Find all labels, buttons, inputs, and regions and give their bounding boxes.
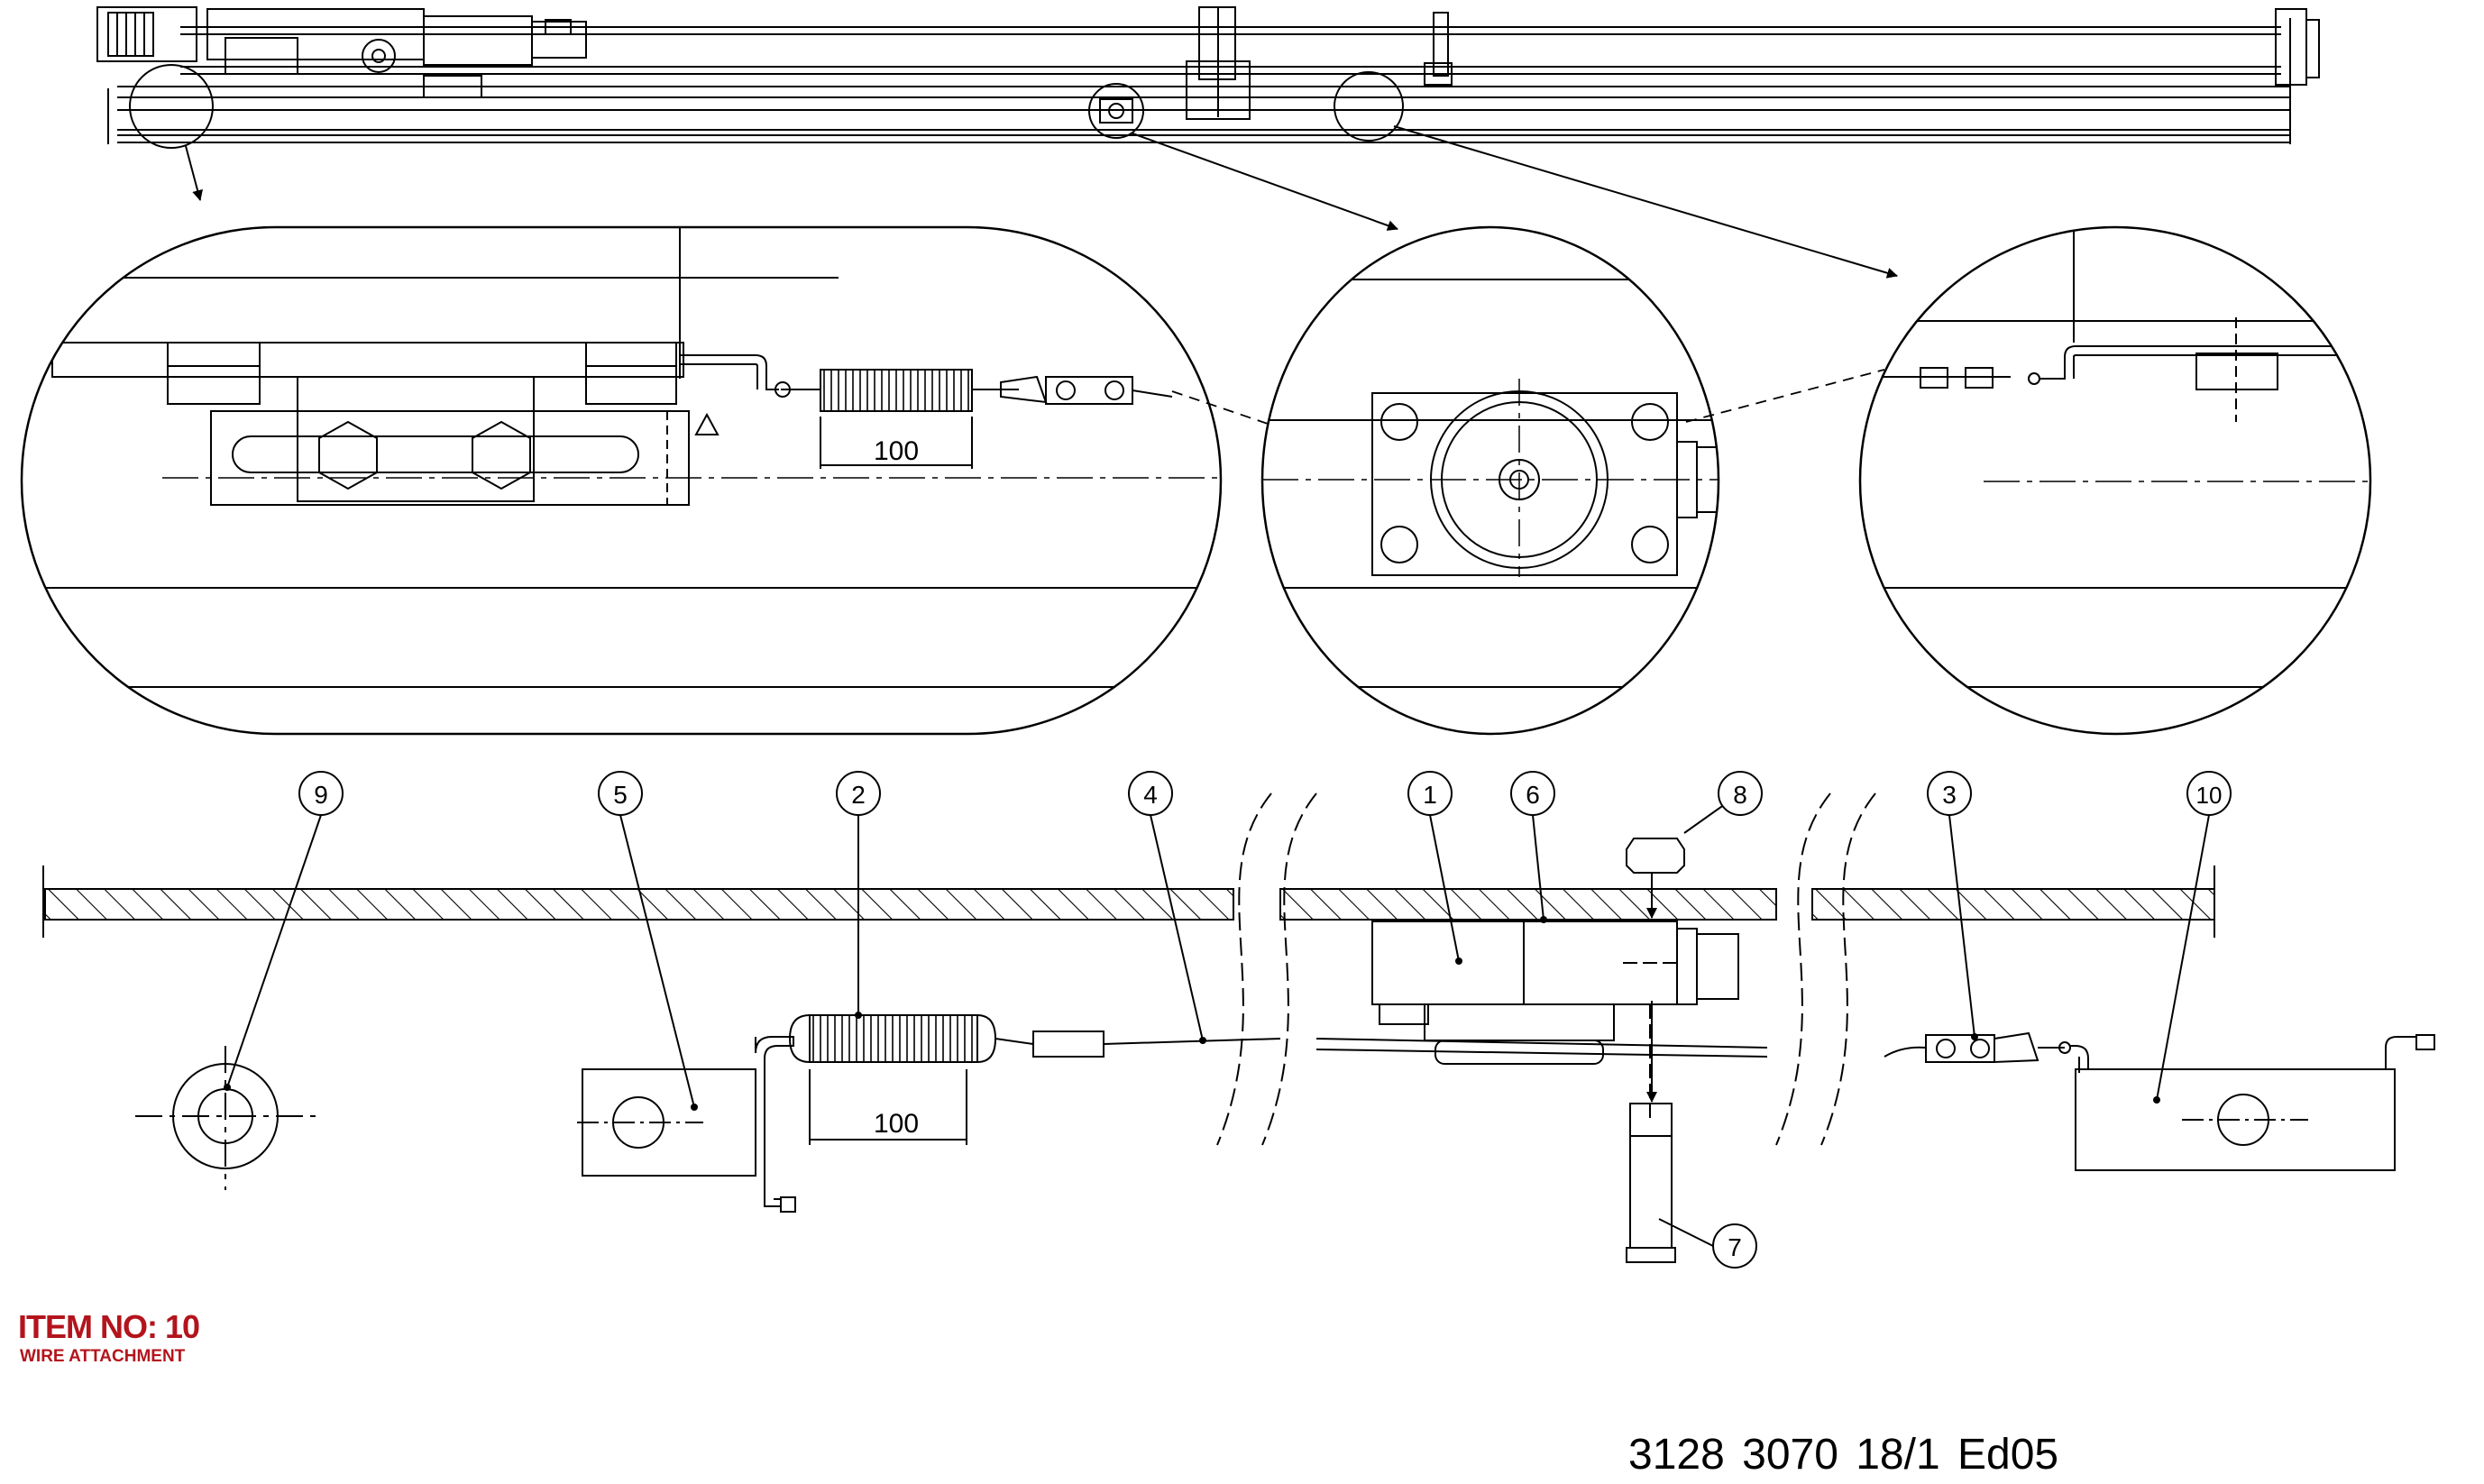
callout-10-label: 10 — [2196, 782, 2223, 809]
detail-c — [1858, 225, 2372, 736]
callout-6-label: 6 — [1526, 781, 1540, 809]
detail-leader-arrows — [185, 125, 1898, 279]
callout-3-label: 3 — [1942, 781, 1957, 809]
callout-9: 9 — [298, 771, 344, 816]
detail-a-spring-coils — [823, 370, 969, 411]
callout-5-label: 5 — [613, 781, 628, 809]
callout-4: 4 — [1128, 771, 1173, 816]
callout-5: 5 — [598, 771, 643, 816]
callout-6: 6 — [1510, 771, 1555, 816]
callout-leader-dots — [224, 916, 2160, 1111]
overview-detail-marks — [129, 64, 1404, 149]
item-number-title: ITEM NO: 10 — [18, 1308, 200, 1345]
callout-10: 10 — [2186, 771, 2232, 816]
item-subtitle: WIRE ATTACHMENT — [20, 1347, 186, 1366]
callout-9-label: 9 — [314, 781, 328, 809]
main-assembly-view: 100 — [42, 792, 2435, 1263]
document-number: 3128 3070 18/1 Ed05 — [1628, 1431, 2059, 1479]
main-spring-dimension: 100 — [874, 1109, 919, 1139]
detail-b — [1260, 225, 1720, 736]
detail-spring-dimension: 100 — [874, 436, 919, 466]
callout-2-label: 2 — [851, 781, 866, 809]
callout-7-label: 7 — [1728, 1233, 1742, 1261]
detail-connector-lines — [1171, 369, 1885, 426]
callout-leaders — [226, 792, 2210, 1247]
detail-a: 100 — [20, 225, 1223, 736]
callout-8-label: 8 — [1733, 781, 1747, 809]
callout-1-label: 1 — [1423, 781, 1437, 809]
main-spring-coils — [812, 1015, 973, 1062]
overview-rail-assembly — [96, 6, 2320, 144]
callout-7: 7 — [1712, 1223, 1757, 1269]
callout-8: 8 — [1718, 771, 1763, 816]
callout-1: 1 — [1407, 771, 1453, 816]
warning-triangle-icon — [694, 412, 720, 435]
callout-3: 3 — [1927, 771, 1972, 816]
callout-4-label: 4 — [1143, 781, 1158, 809]
callout-2: 2 — [836, 771, 881, 816]
